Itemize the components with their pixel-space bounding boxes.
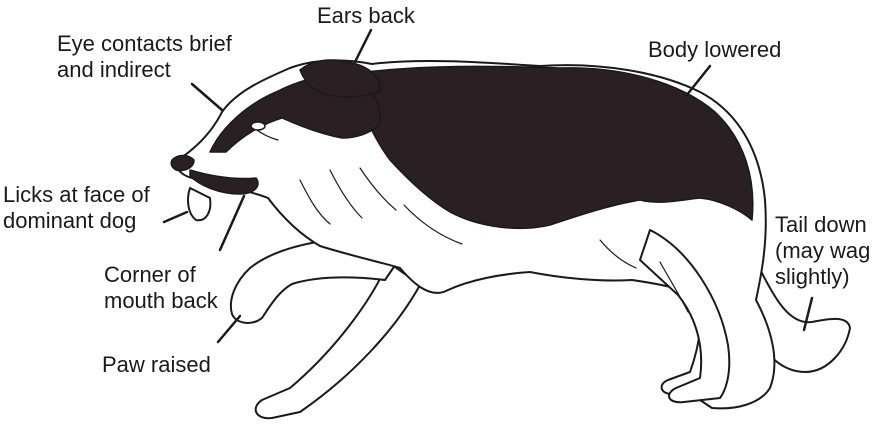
pointer-paw-raised [218, 316, 240, 342]
pointer-ears-back [355, 30, 371, 62]
label-paw-raised: Paw raised [102, 352, 211, 378]
label-tail-down: Tail down (may wag slightly) [775, 212, 870, 290]
pointer-licks-face [164, 212, 187, 222]
label-corner-mouth: Corner of mouth back [104, 262, 218, 314]
eye [251, 122, 265, 130]
label-body-lowered: Body lowered [648, 37, 781, 63]
pointer-eye-contacts [192, 84, 222, 110]
label-licks-face: Licks at face of dominant dog [3, 182, 150, 234]
label-eye-contacts: Eye contacts brief and indirect [57, 31, 232, 83]
label-ears-back: Ears back [317, 3, 415, 29]
pointer-corner-mouth [220, 196, 244, 250]
tongue [188, 188, 210, 220]
